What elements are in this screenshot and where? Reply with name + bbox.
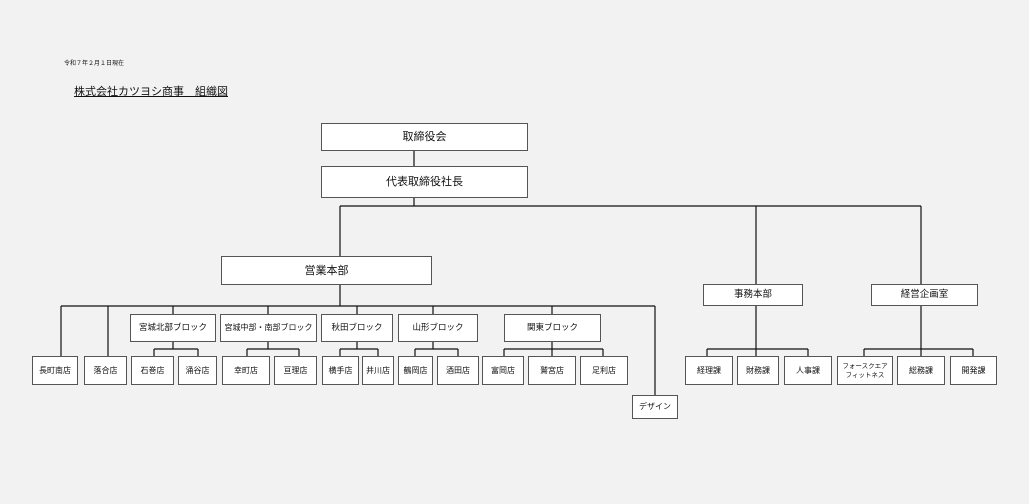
- node-president: 代表取締役社長: [321, 166, 528, 198]
- node-store-washinomiya: 鷲宮店: [528, 356, 576, 385]
- node-section-force-square: フォースクエア フィットネス: [837, 356, 893, 385]
- node-block-akita: 秋田ブロック: [321, 314, 393, 342]
- node-section-hr: 人事課: [784, 356, 832, 385]
- node-store-tsuruoka: 鶴岡店: [398, 356, 433, 385]
- node-store-sakata: 酒田店: [437, 356, 479, 385]
- node-store-ochiai: 落合店: [84, 356, 127, 385]
- node-admin-hq: 事務本部: [703, 284, 803, 306]
- node-store-nagamachi-minami: 長町南店: [32, 356, 78, 385]
- node-store-wakuya: 涌谷店: [178, 356, 217, 385]
- node-section-finance: 財務課: [737, 356, 779, 385]
- node-section-general-affairs: 総務課: [897, 356, 945, 385]
- node-board: 取締役会: [321, 123, 528, 151]
- node-block-miyagi-north: 宮城北部ブロック: [130, 314, 216, 342]
- node-block-miyagi-central-south: 宮城中部・南部ブロック: [220, 314, 317, 342]
- node-store-tomioka: 富岡店: [482, 356, 524, 385]
- node-store-yokote: 横手店: [322, 356, 359, 385]
- node-section-accounting: 経理課: [685, 356, 733, 385]
- node-design: デザイン: [632, 395, 678, 419]
- node-sales-hq: 営業本部: [221, 256, 432, 285]
- node-store-ashikaga: 足利店: [580, 356, 628, 385]
- as-of-date: 令和７年２月１日現在: [64, 60, 125, 67]
- node-store-watari: 亘理店: [274, 356, 317, 385]
- node-store-ikawa: 井川店: [362, 356, 394, 385]
- node-store-saiwaicho: 幸町店: [222, 356, 270, 385]
- chart-title: 株式会社カツヨシ商事 組織図: [74, 85, 228, 98]
- node-block-yamagata: 山形ブロック: [398, 314, 478, 342]
- node-section-development: 開発課: [950, 356, 997, 385]
- node-store-ishinomaki: 石巻店: [131, 356, 174, 385]
- node-planning: 経営企画室: [871, 284, 978, 306]
- node-block-kanto: 関東ブロック: [504, 314, 601, 342]
